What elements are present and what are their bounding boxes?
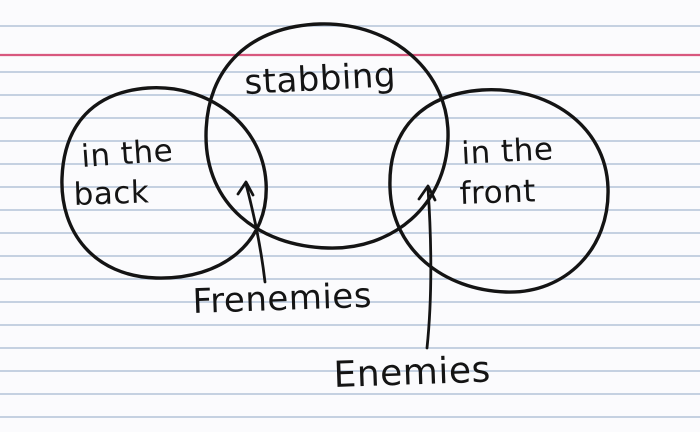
circle-in-the-front (388, 88, 610, 294)
enemies-arrow (425, 186, 433, 350)
label-frenemies: Frenemies (192, 276, 373, 322)
label-enemies: Enemies (333, 350, 492, 396)
circle-stabbing (204, 22, 450, 250)
label-in-the-front-line2: front (459, 173, 536, 212)
label-in-the-back-line1: in the (80, 133, 174, 175)
frenemies-arrow (244, 182, 267, 284)
label-in-the-back-line2: back (73, 174, 150, 213)
label-stabbing: stabbing (243, 55, 397, 103)
ruled-lines (0, 25, 700, 418)
label-in-the-front-line1: in the (461, 131, 555, 172)
frenemies-arrowhead (236, 180, 255, 197)
circle-in-the-back (60, 86, 268, 280)
enemies-arrowhead (417, 184, 437, 202)
